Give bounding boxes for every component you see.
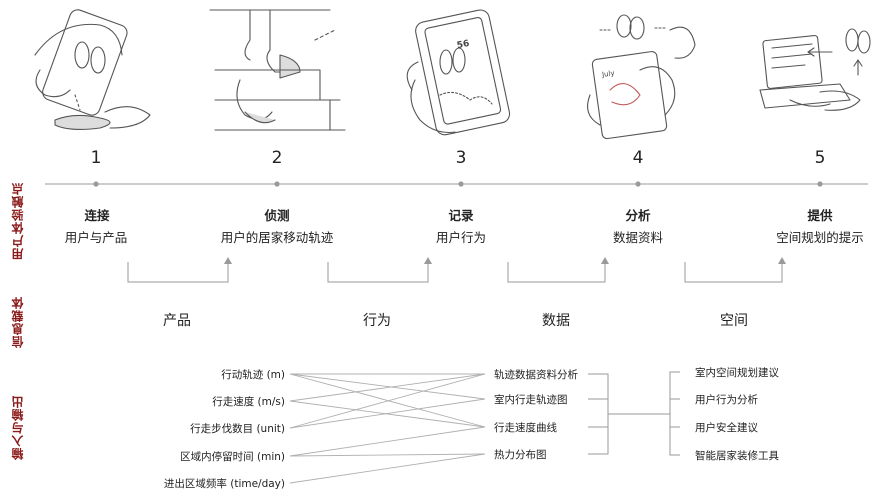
step-title-4: 分析 xyxy=(625,208,651,223)
carrier-product: 产品 xyxy=(163,313,191,329)
arrow-product xyxy=(224,257,232,264)
io-crossing-lines xyxy=(289,373,486,484)
bracket-product xyxy=(127,262,229,283)
timeline-dot-4 xyxy=(635,181,641,187)
output-item: 用户安全建议 xyxy=(695,422,758,434)
step-number-2: 2 xyxy=(271,148,283,168)
io-output-bracket xyxy=(588,371,680,456)
scene-tablet-analysis-illustration xyxy=(587,14,696,140)
input-item: 行走步伐数目 (unit) xyxy=(190,423,285,435)
bracket-behavior xyxy=(327,262,429,283)
step-title-5: 提供 xyxy=(807,208,833,223)
output-item: 室内空间规划建议 xyxy=(695,367,779,379)
carrier-space: 空间 xyxy=(720,313,748,329)
timeline-dot-1 xyxy=(93,181,99,187)
input-item: 进出区域频率 (time/day) xyxy=(163,478,285,490)
step-title-3: 记录 xyxy=(448,208,474,223)
output-item: 用户行为分析 xyxy=(695,394,758,406)
step-subtitle-3: 用户行为 xyxy=(435,230,486,245)
input-item: 区域内停留时间 (min) xyxy=(180,451,285,463)
scene-laptop-planning-illustration xyxy=(759,28,871,111)
arrow-behavior xyxy=(424,257,432,264)
analysis-item: 室内行走轨迹图 xyxy=(494,394,568,406)
step-number-3: 3 xyxy=(455,148,467,168)
output-item: 智能居家装修工具 xyxy=(695,450,779,462)
scene-stairs-walking-illustration xyxy=(209,9,346,131)
input-item: 行走速度 (m/s) xyxy=(212,396,285,408)
timeline-dot-5 xyxy=(817,181,823,187)
step-title-2: 侦测 xyxy=(264,208,290,223)
analysis-item: 行走速度曲线 xyxy=(494,422,557,434)
step-title-1: 连接 xyxy=(84,208,110,223)
step-number-1: 1 xyxy=(90,148,102,168)
step-number-4: 4 xyxy=(632,148,644,168)
step-subtitle-4: 数据资料 xyxy=(612,230,663,245)
scene-phone-app-illustration xyxy=(406,9,511,136)
step-subtitle-2: 用户的居家移动轨迹 xyxy=(220,230,334,245)
arrow-space xyxy=(778,257,786,264)
carrier-data: 数据 xyxy=(542,313,570,329)
analysis-item: 热力分布图 xyxy=(494,449,547,461)
bracket-space xyxy=(684,262,783,283)
scene-phone-connect-illustration xyxy=(34,9,151,131)
row-label-carrier: 信息载体 xyxy=(11,296,25,348)
timeline-dot-3 xyxy=(458,181,464,187)
step-number-5: 5 xyxy=(814,148,826,168)
input-item: 行动轨迹 (m) xyxy=(221,369,285,381)
bracket-data xyxy=(507,262,606,283)
analysis-item: 轨迹数据资料分析 xyxy=(494,369,578,381)
carrier-behavior: 行为 xyxy=(363,313,391,329)
arrow-data xyxy=(601,257,609,264)
step-subtitle-1: 用户与产品 xyxy=(64,230,128,245)
timeline-dot-2 xyxy=(274,181,280,187)
step-subtitle-5: 空间规划的提示 xyxy=(776,230,864,245)
row-label-io: 输入与输出 xyxy=(11,395,25,460)
